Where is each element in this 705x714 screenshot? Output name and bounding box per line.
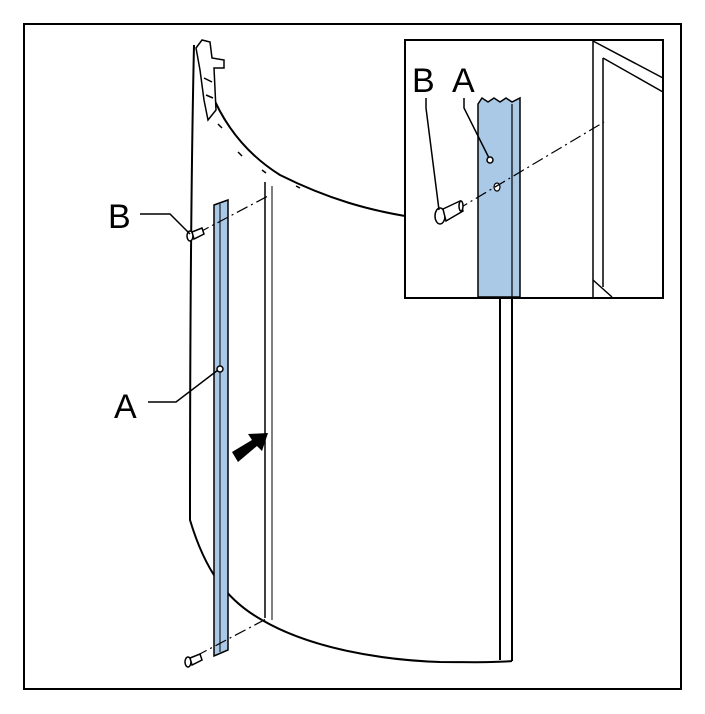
detail-inset — [404, 39, 664, 299]
screw-b-bottom — [184, 653, 203, 668]
label-b-detail: B — [412, 62, 435, 100]
rail-a-main — [213, 198, 229, 658]
top-bracket — [195, 39, 225, 122]
leader-lines-main — [140, 213, 219, 403]
screw-axis-lines — [195, 195, 269, 657]
outer-border — [23, 23, 682, 690]
push-arrow-icon — [232, 433, 268, 462]
rail-a-marker — [216, 365, 224, 373]
top-curve-marks — [217, 123, 301, 189]
label-a-main: A — [114, 388, 137, 426]
screw-b-top — [186, 227, 205, 242]
label-a-detail: A — [452, 62, 475, 100]
label-b-main: B — [108, 198, 131, 236]
